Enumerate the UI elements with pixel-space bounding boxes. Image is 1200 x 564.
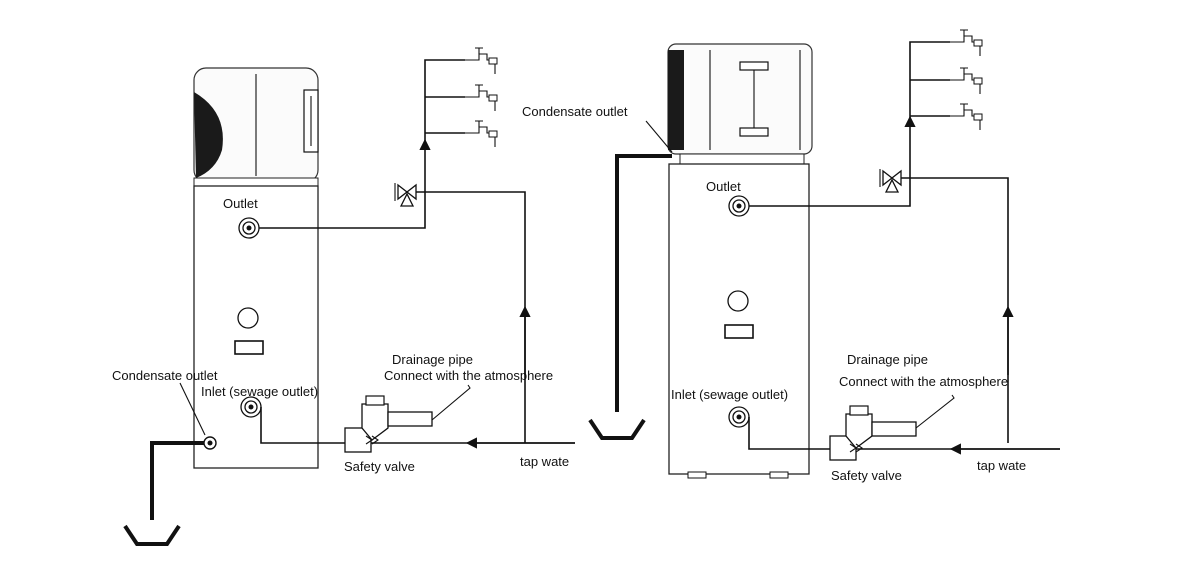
right-safety-valve-icon [829,405,917,461]
faucet-icon [464,120,498,148]
three-way-valve-icon [879,168,902,193]
right-tap-water-label: tap wate [977,458,1026,473]
right-system: Outlet Inlet (sewage outlet) Drainage pi… [522,29,1060,483]
left-safety-valve-icon [344,395,433,453]
left-condensate-outlet-label: Condensate outlet [112,368,218,383]
left-inlet-label: Inlet (sewage outlet) [201,384,318,399]
faucet-icon [949,67,983,95]
faucet-icon [949,29,983,57]
left-safety-valve-label: Safety valve [344,459,415,474]
right-inlet-fitting [728,406,750,428]
left-drainage-pipe-label: Drainage pipe [392,352,473,367]
left-inlet-fitting [240,396,262,418]
drain-basin-icon [123,524,181,546]
faucet-icon [464,47,498,75]
left-heat-pump-unit [193,67,319,187]
right-condensate-outlet-label: Condensate outlet [522,104,628,119]
right-heat-pump-unit [667,43,813,165]
faucet-icon [464,84,498,112]
right-connect-atmosphere-label: Connect with the atmosphere [839,374,1008,389]
left-connect-atmosphere-label: Connect with the atmosphere [384,368,553,383]
faucet-icon [949,103,983,131]
left-outlet-fitting [238,217,260,239]
right-safety-valve-label: Safety valve [831,468,902,483]
three-way-valve-icon [394,182,417,207]
right-drainage-pipe-label: Drainage pipe [847,352,928,367]
right-outlet-label: Outlet [706,179,741,194]
drain-basin-icon [588,418,646,440]
right-inlet-label: Inlet (sewage outlet) [671,387,788,402]
left-system: Outlet Inlet (sewage outlet) Dr [112,47,575,546]
left-tap-water-label: tap wate [520,454,569,469]
left-condensate-fitting [203,436,217,450]
right-outlet-fitting [728,195,750,217]
left-outlet-label: Outlet [223,196,258,211]
